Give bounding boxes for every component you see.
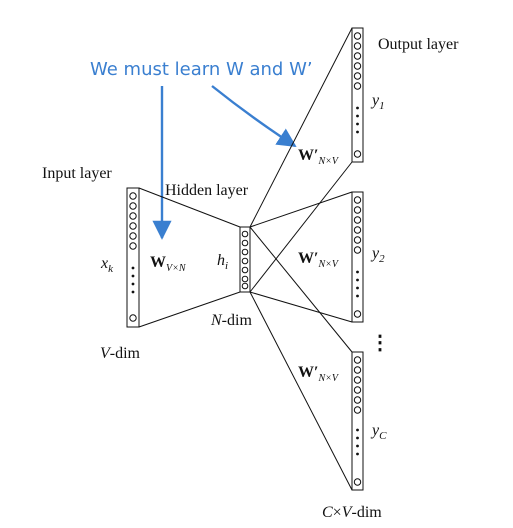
input-ellipsis-dot [131,266,135,270]
annotation-text: We must learn W and W’ [90,59,313,80]
output-2-ellipsis-dot [356,270,359,274]
output-1-ellipsis-dot [356,114,359,118]
input-ellipsis-dot [131,274,135,278]
arrow-to-w-prime [211,85,297,148]
x-k-label: xk [100,255,114,275]
output-2-neuron [353,206,362,214]
hidden-neuron [241,230,249,238]
n-dim-label: N-dim [210,312,252,329]
output-c-ellipsis-dot [356,436,359,440]
output-c-ellipsis-dot [356,452,359,456]
output-1-ellipsis-dot [356,122,359,126]
output-2-ellipsis-dot [356,294,359,298]
y-1-label: y1 [370,92,385,112]
input-layer-label: Input layer [42,165,112,182]
output-2-ellipsis-dot [356,286,359,290]
output-layer-box-1 [351,27,364,163]
output-2-neuron [353,226,362,234]
w-prime-weight-1: W′N×V [298,147,340,167]
w-input-weight: WV×N [150,254,187,274]
output-c-ellipsis-dot [356,428,359,432]
output-c-neuron [353,376,362,384]
output-1-neuron [353,42,362,50]
input-neuron [129,242,137,250]
output-2-neuron [353,236,362,244]
output-1-ellipsis-dot [356,130,359,134]
output-1-neuron [353,72,362,80]
input-ellipsis-dot [131,290,135,294]
input-ellipsis-dot [131,282,135,286]
neurons [129,32,362,486]
output-1-neuron [353,150,362,158]
hidden-neuron [241,257,249,265]
vertical-ellipsis: ⋮ [370,332,390,354]
output-2-neuron [353,216,362,224]
output-1-neuron [353,62,362,70]
output-c-neuron [353,356,362,364]
input-neuron [129,232,137,240]
connection-lines [138,27,353,491]
hidden-neuron [241,248,249,256]
input-neuron [129,212,137,220]
output-2-neuron [353,310,362,318]
output-2-ellipsis-dot [356,278,359,282]
output-2-neuron [353,246,362,254]
output-layer-label: Output layer [378,36,459,53]
hidden-neuron [241,266,249,274]
input-neuron [129,314,137,322]
output-1-neuron [353,32,362,40]
input-neuron [129,192,137,200]
h-i-label: hi [217,252,228,272]
cv-dim-label: C×V-dim [322,504,382,521]
output-2-neuron [353,196,362,204]
hidden-layer-label: Hidden layer [165,182,249,199]
annotation-arrows [152,85,297,240]
w-prime-weight-c: W′N×V [298,364,340,384]
output-1-neuron [353,52,362,60]
output-c-ellipsis-dot [356,444,359,448]
hidden-neuron [241,282,249,290]
v-dim-label: V-dim [100,345,141,362]
output-c-neuron [353,396,362,404]
output-c-neuron [353,366,362,374]
output-c-neuron [353,406,362,414]
output-c-neuron [353,386,362,394]
output-1-neuron [353,82,362,90]
w-prime-weight-2: W′N×V [298,250,340,270]
output-c-neuron [353,478,362,486]
input-layer-box [126,187,140,328]
input-neuron [129,222,137,230]
output-layer-box-2 [351,191,364,323]
output-layer-box-c [351,351,364,491]
y-2-label: y2 [370,245,385,265]
hidden-neuron [241,275,249,283]
output-1-ellipsis-dot [356,106,359,110]
input-neuron [129,202,137,210]
y-c-label: yC [370,422,387,442]
hidden-neuron [241,239,249,247]
